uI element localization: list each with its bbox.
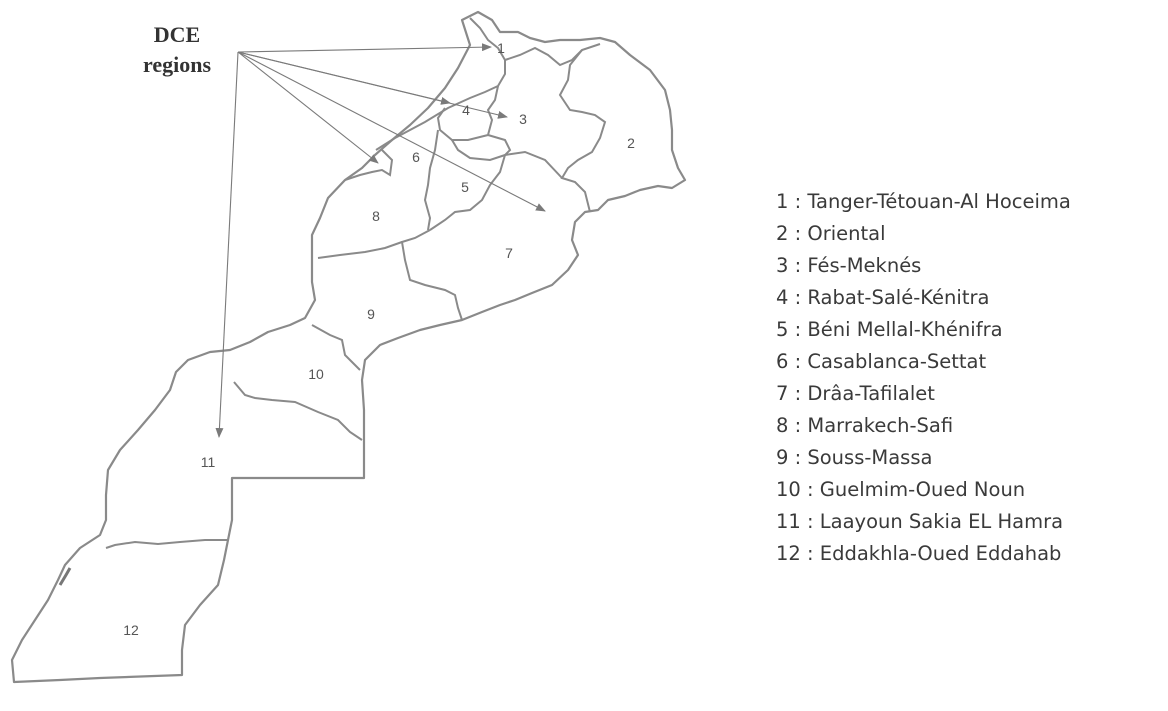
region-label-2: 2 [627, 135, 635, 151]
region-label-8: 8 [372, 208, 380, 224]
coast-detail [58, 567, 72, 586]
border-3 [558, 49, 607, 213]
arrow-to-region-1 [237, 43, 492, 53]
region-legend: 1 : Tanger-Tétouan-Al Hoceima 2 : Orient… [776, 186, 1071, 570]
region-label-5: 5 [461, 179, 469, 195]
title-line-1: DCE [153, 22, 201, 47]
legend-item-2: 2 : Oriental [776, 222, 886, 245]
map-title: DCE regions [112, 20, 242, 80]
border-7 [451, 139, 506, 162]
border-10 [317, 241, 403, 259]
legend-item-11: 11 : Laayoun Sakia EL Hamra [776, 510, 1064, 533]
border-12 [311, 324, 361, 371]
arrow-to-region-6 [237, 51, 379, 164]
legend-item-3: 3 : Fés-Meknés [776, 254, 922, 277]
region-label-4: 4 [462, 102, 470, 118]
region-label-7: 7 [505, 245, 513, 261]
region-label-6: 6 [412, 149, 420, 165]
region-label-11: 11 [201, 454, 216, 470]
legend-item-1: 1 : Tanger-Tétouan-Al Hoceima [776, 190, 1071, 213]
legend-item-12: 12 : Eddakhla-Oued Eddahab [776, 542, 1062, 565]
country-outline [10, 10, 687, 684]
region-label-9: 9 [367, 306, 375, 322]
border-14 [105, 539, 228, 549]
border-6 [423, 129, 439, 231]
title-arrows [215, 43, 546, 438]
region-labels: 1 2 3 4 5 6 7 8 9 10 11 12 [123, 40, 635, 638]
border-4 [436, 85, 499, 141]
title-line-2: regions [142, 52, 212, 77]
legend-item-8: 8 : Marrakech-Safi [776, 414, 954, 437]
legend-item-10: 10 : Guelmim-Oued Noun [776, 478, 1026, 501]
border-11 [344, 149, 394, 181]
legend-item-6: 6 : Casablanca-Settat [776, 350, 987, 373]
region-label-3: 3 [519, 111, 527, 127]
region-label-1: 1 [497, 40, 505, 56]
border-13 [233, 381, 363, 441]
legend-item-7: 7 : Drâa-Tafilalet [776, 382, 935, 405]
legend-item-9: 9 : Souss-Massa [776, 446, 933, 469]
border-2 [504, 43, 601, 67]
border-8 [429, 154, 506, 231]
region-label-10: 10 [308, 366, 324, 382]
region-label-12: 12 [123, 622, 139, 638]
legend-item-4: 4 : Rabat-Salé-Kénitra [776, 286, 990, 309]
arrow-to-region-7 [237, 51, 546, 212]
arrow-to-region-11 [215, 51, 239, 438]
arrow-to-region-3 [237, 51, 508, 119]
border-9 [400, 229, 463, 321]
legend-item-5: 5 : Béni Mellal-Khénifra [776, 318, 1003, 341]
